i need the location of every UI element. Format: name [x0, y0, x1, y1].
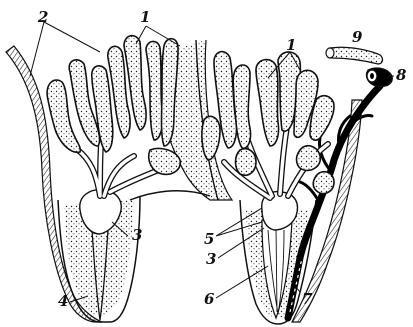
lobule-r7: [297, 146, 321, 171]
label-1-right: 1: [286, 36, 296, 54]
label-2: 2: [37, 8, 48, 26]
left-section: [6, 36, 232, 322]
label-7: 7: [302, 290, 313, 308]
right-section: [202, 47, 392, 324]
lobule-6: [146, 41, 163, 140]
gland-base-left: [130, 191, 210, 200]
label-9: 9: [352, 28, 363, 46]
label-5: 5: [204, 230, 214, 248]
label-1-left: 1: [140, 8, 150, 26]
lobule-r3: [256, 60, 279, 146]
label-4: 4: [58, 292, 68, 310]
label-8: 8: [396, 66, 407, 84]
vessel-9: [326, 47, 382, 64]
lobule-r10: [202, 116, 220, 160]
label-3-right: 3: [206, 250, 216, 268]
label-3-left: 3: [132, 226, 142, 244]
lobule-r9: [236, 149, 257, 176]
lobule-r8: [313, 172, 334, 194]
label-6: 6: [204, 290, 215, 308]
